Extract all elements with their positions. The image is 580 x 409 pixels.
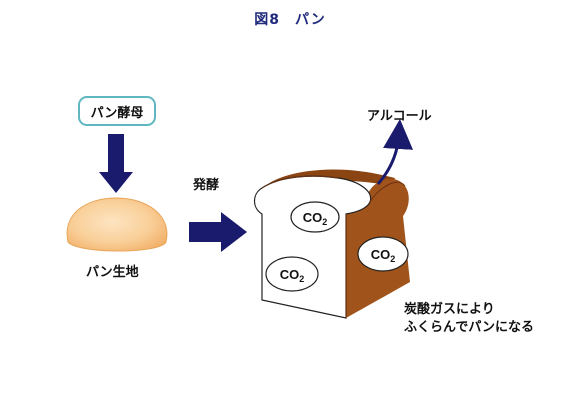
co2-subscript: 2 xyxy=(322,217,327,227)
co2-text: CO xyxy=(371,247,391,262)
co2-text: CO xyxy=(280,267,300,282)
bread-crust-outline xyxy=(261,175,406,318)
svg-text:CO2: CO2 xyxy=(303,210,328,227)
bread-top-crust xyxy=(258,169,395,198)
result-line-1: 炭酸ガスにより xyxy=(404,302,495,317)
yeast-to-dough-arrow xyxy=(99,134,133,193)
co2-bubble-side: CO2 xyxy=(357,236,409,272)
svg-text:CO2: CO2 xyxy=(280,267,305,284)
co2-text: CO xyxy=(303,210,323,225)
co2-subscript: 2 xyxy=(390,254,395,264)
fermentation-label: 発酵 xyxy=(193,178,220,193)
co2-bubble-bottom: CO2 xyxy=(265,256,319,292)
svg-text:CO2: CO2 xyxy=(371,247,396,264)
co2-subscript: 2 xyxy=(299,274,304,284)
co2-bubble-top: CO2 xyxy=(290,201,340,233)
alcohol-arrow xyxy=(376,119,414,185)
fermentation-arrow xyxy=(189,212,247,252)
result-line-2: ふくらんでパンになる xyxy=(404,320,535,335)
alcohol-label: アルコール xyxy=(367,109,432,124)
dough-shape xyxy=(66,197,168,252)
figure-title: 図8 パン xyxy=(254,12,326,28)
yeast-box: パン酵母 xyxy=(78,96,156,126)
dough-label: パン生地 xyxy=(86,265,139,280)
